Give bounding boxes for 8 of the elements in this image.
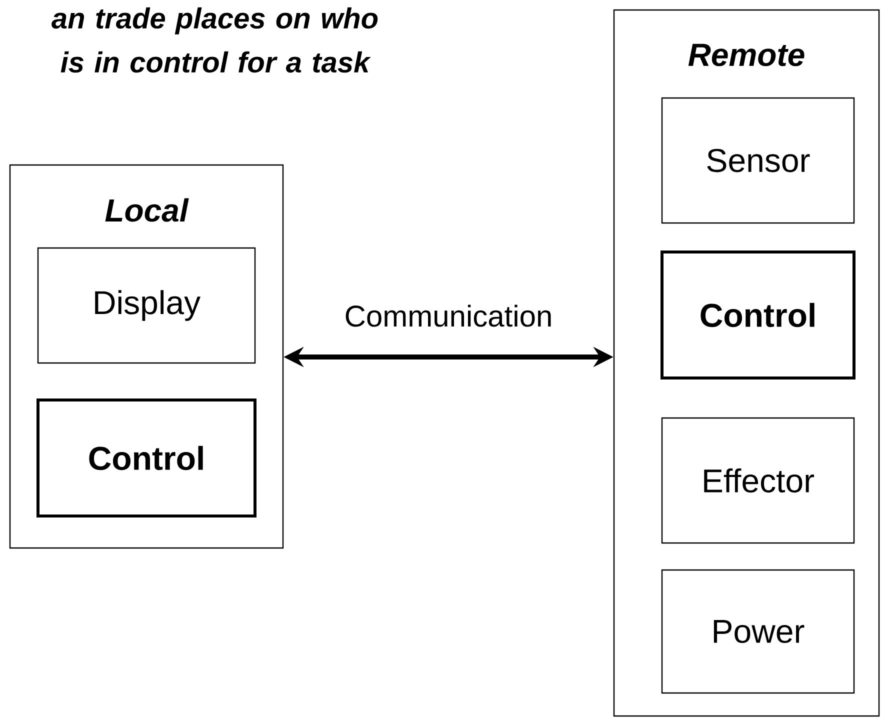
component-box: Power [661, 569, 855, 694]
edge-label: Communication [342, 302, 555, 329]
component-box: Effector [661, 417, 855, 544]
title: an trade places on who is in control for a task [52, 7, 378, 73]
component-box: Control [36, 398, 256, 518]
component-box: Display [37, 247, 256, 364]
component-box: Control [660, 250, 856, 380]
component-box: Sensor [661, 97, 855, 224]
